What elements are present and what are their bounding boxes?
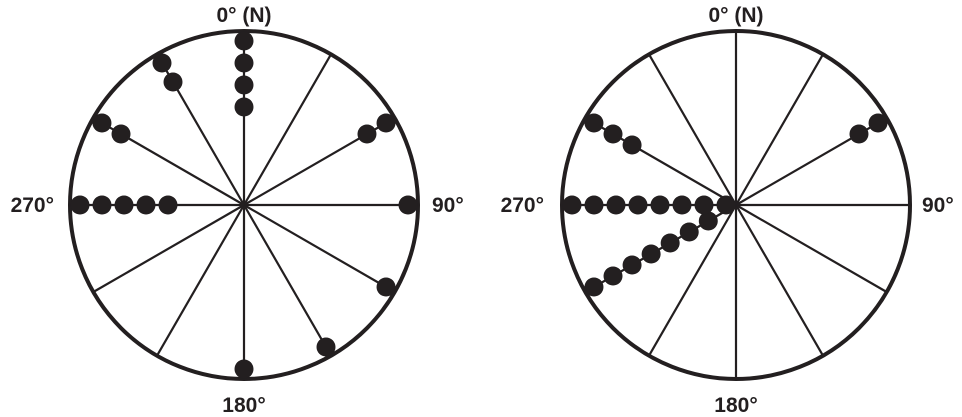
left-dot-60-2 xyxy=(357,124,377,144)
left-spoke-120 xyxy=(243,204,396,293)
left-dot-90-1 xyxy=(398,195,418,215)
left-dot-270-1 xyxy=(70,195,90,215)
left-dot-270-3 xyxy=(114,195,134,215)
left-dot-0-3 xyxy=(234,75,254,95)
right-spokes xyxy=(562,31,910,379)
right-dot-240-6 xyxy=(679,222,699,242)
right-dot-270-5 xyxy=(650,195,670,215)
left-dot-270-2 xyxy=(92,195,112,215)
right-dot-270-3 xyxy=(606,195,626,215)
right-dot-60-1 xyxy=(868,113,888,133)
right-dot-270-1 xyxy=(562,195,582,215)
right-outer-circle xyxy=(560,29,912,381)
right-dot-300-1 xyxy=(584,113,604,133)
left-dot-150-1 xyxy=(316,337,336,357)
right-label-west: 270° xyxy=(501,194,544,217)
left-dots xyxy=(70,31,418,379)
right-dot-270-8 xyxy=(716,195,736,215)
left-spoke-240 xyxy=(92,204,245,293)
right-dot-240-5 xyxy=(660,233,680,253)
right-dot-300-2 xyxy=(603,124,623,144)
left-dot-60-1 xyxy=(376,113,396,133)
left-label-west: 270° xyxy=(11,194,54,217)
right-dot-270-4 xyxy=(628,195,648,215)
left-dot-330-1 xyxy=(152,53,172,73)
left-spoke-210 xyxy=(156,204,245,357)
right-label-south: 180° xyxy=(714,394,757,417)
left-dot-180-1 xyxy=(234,359,254,379)
right-dot-270-2 xyxy=(584,195,604,215)
left-outer-circle xyxy=(68,29,420,381)
left-dot-0-1 xyxy=(234,31,254,51)
left-dot-270-4 xyxy=(136,195,156,215)
right-dot-300-3 xyxy=(622,135,642,155)
right-dot-240-2 xyxy=(603,266,623,286)
left-dot-0-2 xyxy=(234,53,254,73)
right-spoke-120 xyxy=(735,204,888,293)
left-label-south: 180° xyxy=(222,394,265,417)
right-label-north: 0° (N) xyxy=(708,4,763,27)
right-spoke-210 xyxy=(648,204,737,357)
right-dot-240-3 xyxy=(622,255,642,275)
left-spoke-150 xyxy=(243,204,332,357)
right-spoke-330 xyxy=(648,53,737,206)
right-spoke-150 xyxy=(735,204,824,357)
right-dot-240-1 xyxy=(584,277,604,297)
left-label-north: 0° (N) xyxy=(216,4,271,27)
right-dot-60-2 xyxy=(849,124,869,144)
right-circular-diagram: 0° (N) 90° 180° 270° xyxy=(501,4,954,417)
left-spoke-30 xyxy=(243,53,332,206)
left-dot-120-1 xyxy=(376,277,396,297)
right-label-east: 90° xyxy=(922,194,954,217)
right-dots xyxy=(562,113,888,297)
left-dot-270-5 xyxy=(158,195,178,215)
left-dot-300-2 xyxy=(111,124,131,144)
left-dot-300-1 xyxy=(92,113,112,133)
right-dot-270-6 xyxy=(672,195,692,215)
right-dot-240-4 xyxy=(641,244,661,264)
left-dot-330-2 xyxy=(163,72,183,92)
left-dot-0-4 xyxy=(234,97,254,117)
right-dot-270-7 xyxy=(694,195,714,215)
left-circular-diagram: 0° (N) 90° 180° 270° xyxy=(11,4,464,417)
left-label-east: 90° xyxy=(432,194,464,217)
right-dot-240-7 xyxy=(698,211,718,231)
right-spoke-30 xyxy=(735,53,824,206)
